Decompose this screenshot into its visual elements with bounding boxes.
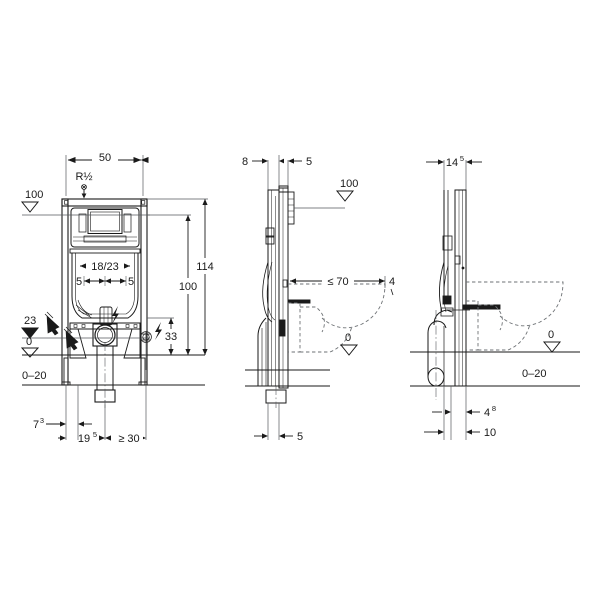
flush-pipe-assembly (69, 322, 141, 408)
dim-7-3: 7 3 (33, 416, 92, 431)
level-100-label: 100 (25, 189, 43, 201)
dim-14-5-label: 14 (446, 157, 458, 169)
frame-legs (61, 354, 148, 386)
dim-4-8-sup: 8 (492, 404, 496, 413)
dim-5-top-label: 5 (306, 156, 312, 168)
dim-4-label: 4 (389, 276, 395, 288)
dim-r-half-label: R½ (75, 171, 92, 183)
level-marker-0: 0 (20, 336, 40, 358)
dim-le-70: ≤ 70 (290, 273, 386, 288)
dim-19-5-sup: 5 (93, 430, 97, 439)
dim-10: 10 (424, 427, 496, 439)
dim-5-bottom-label: 5 (297, 431, 303, 443)
wc-bowl-hidden-outline (288, 283, 386, 353)
dim-100-vertical-label: 100 (179, 281, 197, 293)
dim-4-8: 4 8 (432, 404, 496, 419)
dim-18-23: 18/23 (80, 259, 130, 273)
water-supply-arrow-marker-2 (63, 326, 79, 351)
dim-5-top: 5 (279, 156, 312, 168)
level-marker-100: 100 (20, 189, 43, 213)
dim-7-3-label: 7 (33, 419, 39, 431)
drain-connection-icon (140, 331, 152, 370)
wc-bowl-hidden-outline-right (466, 281, 564, 351)
front-floor-lines (22, 354, 205, 386)
lightning-bolt-icon-2 (155, 322, 162, 340)
side-bottom-witness (267, 403, 280, 440)
right-level-0-20-label: 0–20 (522, 368, 546, 380)
annotation-r-half: R½ (75, 171, 93, 199)
right-floor-lines (410, 351, 580, 387)
side-view: 8 5 (242, 155, 395, 443)
dim-5-bottom: 5 (254, 431, 303, 443)
dim-33: 33 (163, 318, 180, 355)
side-level-100: 100 (294, 178, 358, 209)
dim-ge-30-label: ≥ 30 (118, 433, 139, 445)
side-top-witness (267, 155, 289, 195)
side-level-100-label: 100 (340, 178, 358, 190)
dim-19-5: 19 5 (58, 430, 105, 445)
level-23-label: 23 (24, 315, 36, 327)
dim-50-label: 50 (99, 152, 111, 164)
dim-8-label: 8 (242, 156, 248, 168)
right-bottom-witness (443, 386, 467, 440)
right-level-0: 0 (542, 329, 562, 353)
side-level-0: 0 (339, 332, 359, 356)
dim-5-right-label: 5 (128, 276, 134, 288)
side-frame-profile (257, 185, 311, 408)
dim-18-23-label: 18/23 (91, 261, 119, 273)
side-view-2: 14 5 (410, 154, 580, 440)
right-level-0-label: 0 (548, 329, 554, 341)
dim-33-label: 33 (165, 331, 177, 343)
dim-5-pair: 5 5 (76, 276, 134, 288)
dim-14-5: 14 5 (426, 154, 482, 169)
water-supply-arrow-marker (44, 311, 60, 336)
dim-4-8-label: 4 (484, 407, 490, 419)
lightning-bolt-icon-1 (112, 306, 119, 324)
dim-10-label: 10 (484, 427, 496, 439)
front-view: 50 R½ (20, 151, 215, 445)
level-0-20-label: 0–20 (22, 370, 46, 382)
dim-5-left-label: 5 (76, 276, 82, 288)
side-floor-lines (245, 369, 330, 387)
dim-8: 8 (242, 156, 268, 168)
dim-114-label: 114 (196, 261, 214, 273)
annotation-4: 4 (389, 276, 395, 296)
actuator-opening (70, 207, 140, 248)
level-0-label: 0 (26, 336, 32, 348)
front-vertical-dim-extensions (147, 198, 208, 319)
dim-100-vertical: 100 (179, 215, 198, 355)
level-marker-23: 23 (20, 315, 150, 339)
dim-19-5-label: 19 (78, 433, 90, 445)
right-frame-profile (427, 189, 501, 400)
dim-7-3-sup: 3 (40, 416, 44, 425)
dim-le-70-label: ≤ 70 (327, 276, 348, 288)
front-bottom-witness (65, 385, 147, 440)
dim-114: 114 (196, 199, 215, 355)
dim-50: 50 (67, 151, 149, 165)
dim-14-5-sup: 5 (460, 154, 464, 163)
water-supply-arrow-icon (81, 184, 87, 199)
dim-ge-30: ≥ 30 (105, 430, 146, 445)
side-level-0-label: 0 (345, 332, 351, 344)
